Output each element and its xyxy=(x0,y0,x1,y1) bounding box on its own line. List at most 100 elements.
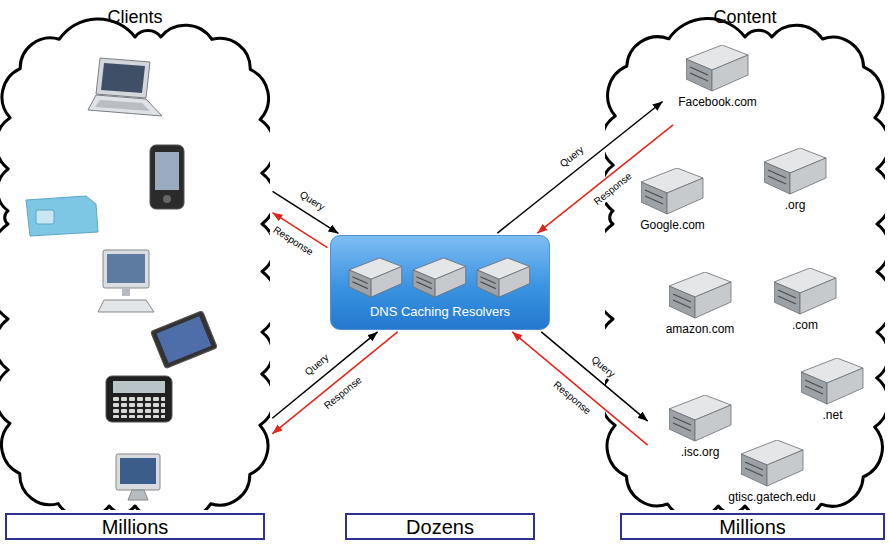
sim-card-icon xyxy=(36,210,54,224)
server-face xyxy=(669,286,695,318)
resolver-box: DNS Caching Resolvers xyxy=(330,235,550,330)
server-label: .net xyxy=(822,408,842,423)
server-face xyxy=(669,409,695,441)
server-icon xyxy=(669,272,732,320)
count-box: Millions xyxy=(5,513,265,540)
count-box: Dozens xyxy=(345,513,535,540)
desktop-icon xyxy=(98,300,154,312)
server-icon xyxy=(686,45,749,93)
desktop-icon xyxy=(103,250,149,288)
server-node: amazon.com xyxy=(650,272,750,350)
flow-arrow xyxy=(497,101,662,233)
server-face xyxy=(371,267,402,298)
sim-card-icon xyxy=(26,196,98,236)
server-icon xyxy=(413,258,466,297)
edge-label: Query xyxy=(556,143,588,172)
server-icon xyxy=(477,258,530,297)
server-port xyxy=(352,282,367,289)
keypad-phone-icon xyxy=(113,381,165,393)
edge-label: Query xyxy=(587,352,619,381)
keypad-phone-icon xyxy=(106,376,172,422)
count-label: Dozens xyxy=(406,516,474,538)
server-face xyxy=(774,282,800,314)
sim-card-icon xyxy=(26,196,98,236)
server-face xyxy=(477,270,499,297)
server-face xyxy=(413,270,435,297)
pda-icon xyxy=(150,145,184,209)
cloud-outline xyxy=(0,5,270,510)
server-port xyxy=(480,282,495,289)
server-face xyxy=(767,450,803,486)
desktop-icon xyxy=(107,254,145,283)
server-node: gtisc.gatech.edu xyxy=(722,440,822,510)
server-port xyxy=(768,176,786,184)
all-in-one-pc-icon xyxy=(116,454,160,500)
server-face xyxy=(712,55,748,91)
keypad-phone-icon xyxy=(113,397,165,418)
count-label: Millions xyxy=(102,516,169,538)
server-node: .com xyxy=(765,268,845,344)
edge-label: Response xyxy=(269,223,317,259)
laptop-icon xyxy=(88,58,162,116)
server-face xyxy=(695,405,731,441)
server-icon xyxy=(741,440,803,486)
server-port xyxy=(645,196,663,204)
region-title: Content xyxy=(605,5,885,29)
region-title: Clients xyxy=(0,5,270,29)
keypad-phone-icon xyxy=(106,376,172,422)
flow-arrow xyxy=(272,332,397,434)
server-icon xyxy=(669,395,731,441)
edge-label: Query xyxy=(301,350,333,379)
network-cloud: Clients xyxy=(0,5,270,510)
edge-label: Response xyxy=(549,378,594,419)
server-face xyxy=(741,454,767,486)
server-label: amazon.com xyxy=(666,322,735,337)
server-node: .isc.org xyxy=(650,395,750,475)
server-face xyxy=(349,270,371,297)
pda-icon xyxy=(155,152,179,190)
server-port xyxy=(745,468,763,476)
server-icon xyxy=(801,358,863,404)
server-icon xyxy=(669,272,731,318)
server-icon xyxy=(774,268,836,314)
server-label: .isc.org xyxy=(681,445,720,460)
flow-arrow xyxy=(512,332,647,445)
desktop-icon xyxy=(98,250,154,312)
server-face xyxy=(695,282,731,318)
count-label: Millions xyxy=(719,516,786,538)
server-port xyxy=(805,386,823,394)
server-face xyxy=(801,372,827,404)
server-label: Facebook.com xyxy=(678,95,757,110)
pda-icon xyxy=(150,145,184,209)
cloud-outline xyxy=(0,19,270,510)
server-icon xyxy=(686,45,748,91)
server-face xyxy=(641,182,667,214)
server-icon xyxy=(741,440,804,488)
laptop-icon xyxy=(96,58,150,98)
server-icon xyxy=(764,148,826,194)
pda-icon xyxy=(163,195,171,203)
desktop-icon xyxy=(122,288,130,296)
server-label: .org xyxy=(785,198,806,213)
server-icon xyxy=(774,268,837,316)
server-node: .net xyxy=(790,358,875,436)
server-label: gtisc.gatech.edu xyxy=(728,490,815,505)
server-port xyxy=(416,282,431,289)
server-rack-icons xyxy=(347,256,533,298)
server-port xyxy=(778,296,796,304)
server-label: .com xyxy=(792,318,818,333)
tablet-icon xyxy=(157,316,212,363)
cloud-outline xyxy=(605,19,885,510)
server-icon xyxy=(669,395,732,443)
server-icon xyxy=(801,358,864,406)
cloud-outline xyxy=(605,5,885,510)
tablet-icon xyxy=(150,311,217,369)
all-in-one-pc-icon xyxy=(116,454,160,490)
network-cloud: ContentFacebook.comGoogle.com.orgamazon.… xyxy=(605,5,885,510)
server-icon xyxy=(641,168,703,214)
edge-label: Response xyxy=(320,373,366,413)
tablet-icon xyxy=(150,311,217,369)
resolver-label: DNS Caching Resolvers xyxy=(370,304,510,320)
server-face xyxy=(827,368,863,404)
